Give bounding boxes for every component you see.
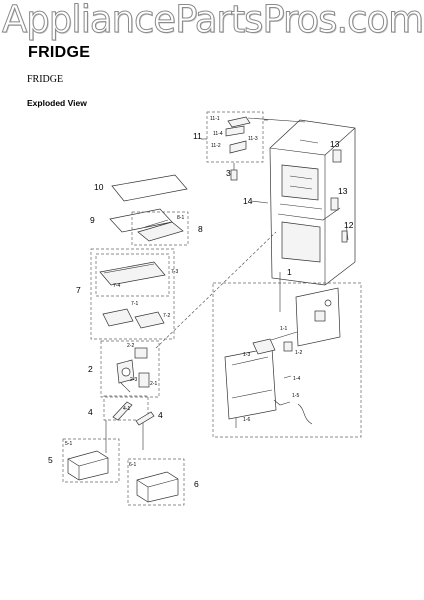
callout-6-1: 6-1	[129, 462, 136, 468]
callout-7: 7	[76, 285, 81, 295]
callout-5: 5	[48, 455, 53, 465]
callout-5-1: 5-1	[65, 441, 72, 447]
part-6-bin	[136, 471, 179, 503]
part-10-shelf	[111, 174, 188, 202]
callout-8-1: 8-1	[177, 215, 184, 221]
callout-11-2: 11-2	[211, 143, 221, 149]
page-title: FRIDGE	[28, 44, 91, 61]
callout-1-6: 1-6	[243, 417, 250, 423]
callout-1-1: 1-1	[280, 326, 287, 332]
fridge-cabinet	[269, 119, 356, 286]
callout-4b: 4	[158, 410, 163, 420]
callout-11: 11	[193, 131, 202, 141]
group-6-box	[127, 458, 185, 506]
group-7-3-box	[95, 253, 170, 297]
callout-13a: 13	[330, 139, 340, 149]
group-4-box	[103, 395, 149, 421]
callout-1: 1	[287, 267, 292, 277]
callout-9: 9	[90, 215, 95, 225]
callout-7-4: 7-4	[113, 283, 120, 289]
callout-2-1: 2-1	[150, 381, 157, 387]
leader-lines	[201, 138, 349, 241]
callout-4a: 4	[88, 407, 93, 417]
callout-14: 14	[243, 196, 253, 206]
callout-11-3: 11-3	[248, 136, 258, 142]
group-5-box	[62, 438, 120, 483]
page-subtitle: FRIDGE	[27, 74, 64, 85]
callout-1-5: 1-5	[292, 393, 299, 399]
callout-11-4: 11-4	[213, 131, 223, 137]
group-11-box	[206, 111, 264, 163]
callout-12: 12	[344, 220, 354, 230]
callout-8: 8	[198, 224, 203, 234]
callout-1-2: 1-2	[295, 350, 302, 356]
callout-3: 3	[226, 168, 231, 178]
watermark: AppliancePartsPros.com	[2, 0, 424, 42]
group-1-box	[212, 282, 362, 438]
callout-labels: 1 1-1 1-2 1-3 1-4 1-5 1-6 2 2-1 2-2 2-3 …	[48, 116, 354, 489]
part-11-assembly	[225, 116, 251, 154]
callout-7-2: 7-2	[163, 313, 170, 319]
callout-13b: 13	[338, 186, 348, 196]
callout-2-2: 2-2	[127, 343, 134, 349]
callout-4-1: 4-1	[123, 406, 130, 412]
part-5-bin	[67, 450, 109, 481]
callout-2-3: 2-3	[130, 377, 137, 383]
callout-6: 6	[194, 479, 199, 489]
callout-1-3: 1-3	[243, 352, 250, 358]
exploded-view-label: Exploded View	[27, 98, 87, 108]
group-7-box	[90, 248, 175, 340]
group-2-box	[100, 340, 160, 398]
callout-11-1: 11-1	[210, 116, 220, 122]
group-8-box	[131, 211, 189, 246]
callout-7-3: 7-3	[171, 269, 178, 275]
callout-1-4: 1-4	[293, 376, 300, 382]
callout-10: 10	[94, 182, 104, 192]
part-1-evaporator-cover	[224, 287, 341, 428]
callout-2: 2	[88, 364, 93, 374]
callout-7-1: 7-1	[131, 301, 138, 307]
part-2-assembly	[116, 347, 150, 393]
